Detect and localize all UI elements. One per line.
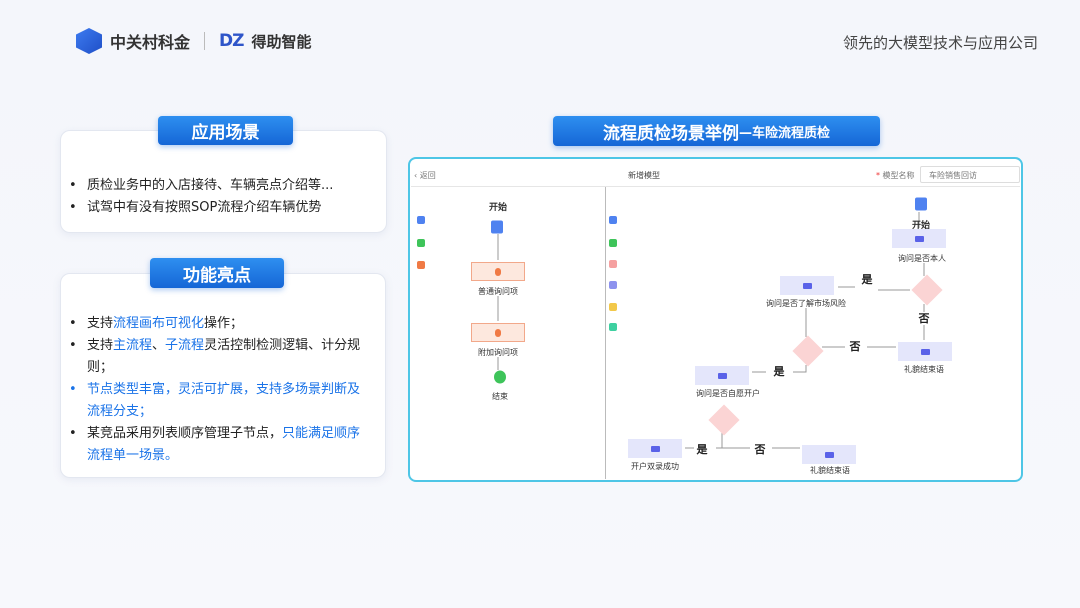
toolbar-question-icon[interactable] [417,261,425,269]
chat-icon [717,372,727,379]
model-name-input[interactable]: 车险销售回访 [920,166,1020,183]
highlight-text: 主流程 [113,338,153,353]
scenario-list: 质检业务中的入店接待、车辆亮点介绍等... 试驾中有没有按照SOP流程介绍车辆优… [61,175,386,219]
chat-icon [914,235,924,242]
node-label: 询问是否了解市场风险 [766,299,846,308]
header-logos: 中关村科金 DZ 得助智能 [76,28,311,54]
zgc-logo-icon [76,28,102,54]
node-label: 附加询问项 [478,348,518,357]
branch-yes: 是 [773,365,785,378]
end-node-icon[interactable] [494,370,506,384]
chat-icon [920,348,930,355]
text: 支持 [87,316,114,331]
question-icon [495,267,501,276]
back-label: 返回 [419,171,436,180]
text: 支持 [87,338,114,353]
list-item: 支持流程画布可视化操作； [61,313,371,335]
toolbar-misc-icon[interactable] [609,323,617,331]
question-icon [495,328,501,337]
toolbar-start-icon[interactable] [417,216,425,224]
highlight-text: 只能满足顺序流程单一场景。 [87,426,361,463]
text: 灵活控制检测逻辑、计分规则； [87,338,361,375]
branch-yes: 是 [696,443,708,456]
flow-node-dialog[interactable] [892,229,946,248]
flow-node-dialog[interactable] [695,366,749,385]
toolbar-end-icon[interactable] [417,239,425,247]
flow-node-dialog[interactable] [898,342,952,361]
dz-logo-text: 得助智能 [251,32,312,51]
list-item: 试驾中有没有按照SOP流程介绍车辆优势 [61,197,386,219]
zgc-logo-text: 中关村科金 [110,33,191,52]
scenario-title: 应用场景 [158,116,293,145]
branch-no: 否 [754,443,766,456]
scenario-panel: 质检业务中的入店接待、车辆亮点介绍等... 试驾中有没有按照SOP流程介绍车辆优… [60,130,387,233]
editor-divider [411,186,1020,187]
node-label: 普通询问项 [478,287,518,296]
dz-logo-mark: DZ [219,31,244,51]
node-label: 询问是否本人 [898,254,946,263]
start-node-icon[interactable] [915,197,927,211]
back-button[interactable]: ‹ 返回 [414,171,436,180]
start-node-icon[interactable] [491,220,503,234]
list-item: 质检业务中的入店接待、车辆亮点介绍等... [61,175,386,197]
left-start-label: 开始 [488,203,508,213]
model-name-label: * 模型名称 [876,171,915,180]
slogan: 领先的大模型技术与应用公司 [842,34,1038,52]
flow-node-dialog[interactable] [628,439,682,458]
node-label: 询问是否自愿开户 [696,389,760,398]
text: 某竞品采用列表顺序管理子节点， [87,426,283,441]
chat-icon [650,445,660,452]
node-label: 礼貌结束语 [904,365,944,374]
branch-no: 否 [918,312,930,325]
model-name-label-text: 模型名称 [882,171,915,180]
list-item: 节点类型丰富，灵活可扩展，支持多场景判断及流程分支； [61,379,371,423]
example-title: 流程质检场景举例—车险流程质检 [553,116,880,146]
features-list: 支持流程画布可视化操作；支持主流程、子流程灵活控制检测逻辑、计分规则；节点类型丰… [61,313,385,467]
list-item: 某竞品采用列表顺序管理子节点，只能满足顺序流程单一场景。 [61,423,371,467]
branch-no: 否 [849,340,861,353]
flow-node-dialog[interactable] [802,445,856,464]
editor-heading: 新增模型 [628,171,660,180]
toolbar-start-icon[interactable] [609,216,617,224]
node-label: 开户双录成功 [631,462,679,471]
chat-icon [802,282,812,289]
features-panel: 支持流程画布可视化操作；支持主流程、子流程灵活控制检测逻辑、计分规则；节点类型丰… [60,273,386,478]
text: 操作； [204,316,244,331]
highlight-text: 流程画布可视化 [113,316,205,331]
toolbar-dialog-icon[interactable] [609,281,617,289]
node-label: 开始 [911,221,931,231]
logo-divider [204,32,206,50]
highlight-text: 子流程 [165,338,205,353]
node-label: 结束 [492,392,508,401]
flow-node-dialog[interactable] [780,276,834,295]
features-title: 功能亮点 [150,258,284,288]
flow-node-extra-question[interactable] [471,323,525,342]
example-title-text: 流程质检场景举例 [602,123,739,144]
canvas-divider [605,187,606,479]
text: 、 [152,338,166,353]
flow-node-normal-question[interactable] [471,262,525,281]
highlight-text: 节点类型丰富，灵活可扩展 [87,382,244,397]
example-subtitle: —车险流程质检 [738,125,830,141]
list-item: 支持主流程、子流程灵活控制检测逻辑、计分规则； [61,335,371,379]
branch-yes: 是 [861,273,873,286]
chat-icon [824,451,834,458]
text: ，支持多场景判断及流程分支； [87,382,361,419]
toolbar-end-icon[interactable] [609,239,617,247]
node-label: 礼貌结束语 [810,466,850,475]
toolbar-lock-icon[interactable] [609,303,617,311]
toolbar-condition-icon[interactable] [609,260,617,268]
